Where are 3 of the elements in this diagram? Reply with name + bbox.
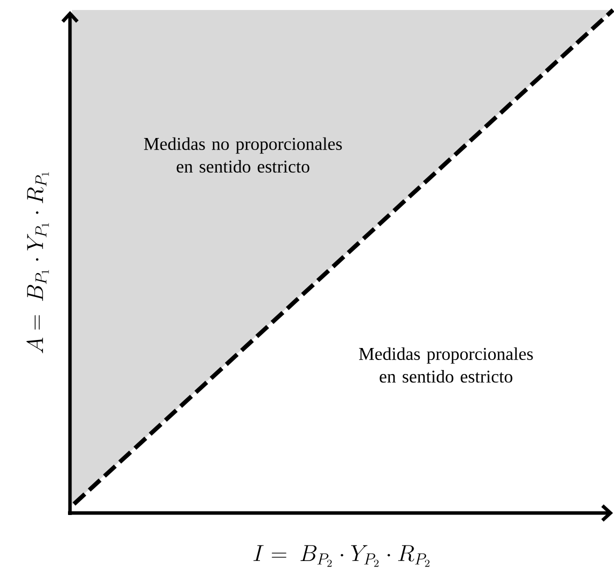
axis-label: $I =\ B_{P_2} \cdot Y_{P_2} \cdot R_{P_2}$	[254, 545, 430, 567]
region-label: Medidas proporcionales en sentido estricto	[359, 347, 533, 383]
axis-label: $A =\ B_{P_1} \cdot Y_{P_1} \cdot R_{P_1}$	[26, 172, 49, 354]
